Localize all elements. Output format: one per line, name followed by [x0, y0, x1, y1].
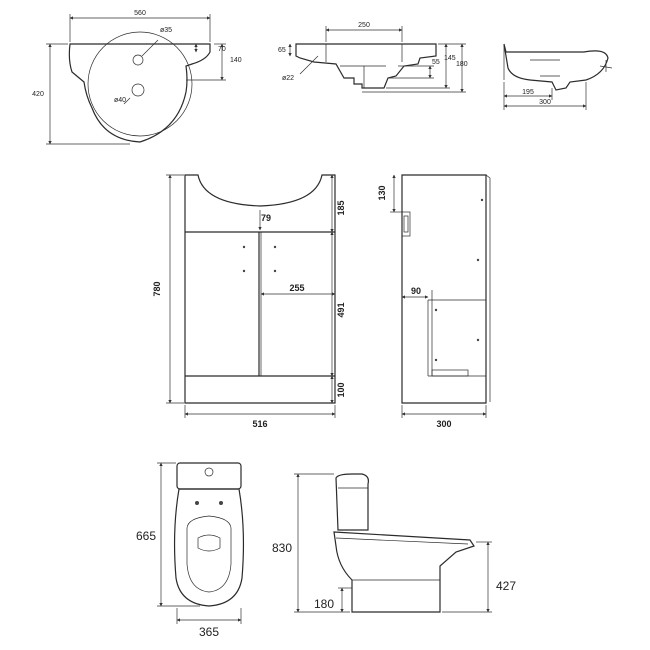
vanity-door-width-label: 255: [289, 283, 304, 293]
toilet-waste-height-label: 180: [314, 597, 334, 611]
basin-side-depth-label: 300: [539, 99, 551, 106]
vanity-front-view: 780 185 79 255 491 100 516: [152, 174, 346, 429]
toilet-plan-view: 665 365: [136, 462, 245, 639]
dim-55-label: 55: [432, 59, 440, 66]
toilet-height-label: 830: [272, 541, 292, 555]
vanity-side-130-label: 130: [377, 185, 387, 200]
basin-depth-label: 420: [32, 91, 44, 98]
basin-plan-view: 560 420 ø35 ø40 70 140: [32, 10, 242, 145]
basin-front-width-label: 250: [358, 22, 370, 29]
vanity-side-view: 130 90 300: [377, 174, 491, 429]
toilet-pan-height-label: 427: [496, 579, 516, 593]
vanity-side-90-label: 90: [411, 286, 421, 296]
toilet-side-view: 830 427 180: [272, 473, 516, 613]
dim-195-label: 195: [522, 89, 534, 96]
vanity-width-label: 516: [252, 419, 267, 429]
dim-180-label: 180: [456, 61, 468, 68]
waste-dia-label: ø40: [114, 97, 126, 104]
dia-22-label: ø22: [282, 75, 294, 82]
toilet-depth-label: 665: [136, 529, 156, 543]
vanity-side-depth-label: 300: [436, 419, 451, 429]
vanity-door-gap-label: 79: [261, 213, 271, 223]
dim-140-label: 140: [230, 57, 242, 64]
vanity-top-gap-label: 185: [336, 200, 346, 215]
tap-hole-dia-label: ø35: [160, 27, 172, 34]
vanity-door-height-label: 491: [336, 302, 346, 317]
basin-side-view: 195 300: [503, 43, 613, 110]
dim-65-label: 65: [278, 47, 286, 54]
dim-145-label: 145: [444, 55, 456, 62]
vanity-plinth-label: 100: [336, 382, 346, 397]
toilet-width-label: 365: [199, 625, 219, 639]
vanity-height-label: 780: [152, 281, 162, 296]
basin-width-label: 560: [134, 10, 146, 17]
dim-70-label: 70: [218, 46, 226, 53]
basin-front-view: 250 65 ø22 55 145 180: [278, 22, 468, 93]
